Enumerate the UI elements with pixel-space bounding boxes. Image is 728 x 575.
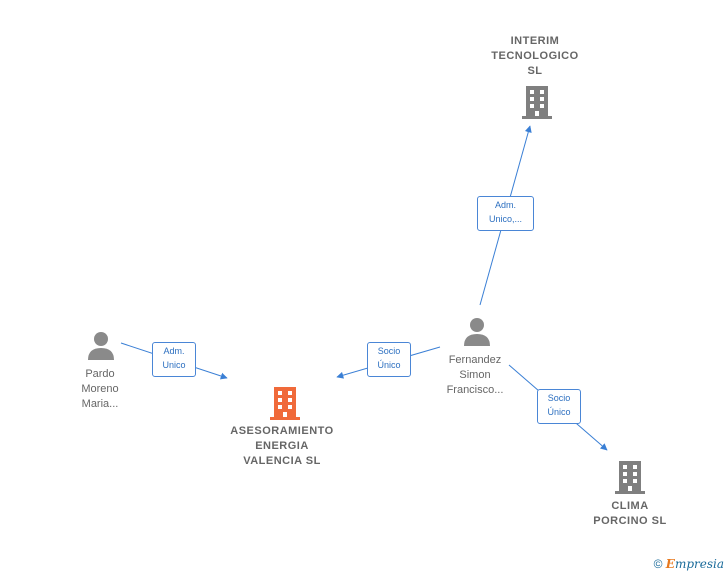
edge-label-pardo-asesoramiento[interactable]: Adm. Unico: [152, 342, 196, 377]
edge-label-fernandez-clima[interactable]: Socio Único: [537, 389, 581, 424]
person-label-pardo: Pardo Moreno Maria...: [81, 368, 119, 410]
company-node-clima[interactable]: [613, 460, 647, 494]
edge-label-fernandez-interim[interactable]: Adm. Unico,...: [477, 196, 534, 231]
copyright-notice: © Empresia: [654, 557, 724, 571]
company-label-asesoramiento: ASESORAMIENTO ENERGIA VALENCIA SL: [230, 425, 334, 467]
company-label-clima: CLIMA PORCINO SL: [593, 500, 667, 527]
person-icon: [88, 332, 114, 360]
company-node-interim[interactable]: [520, 85, 554, 119]
company-label-interim: INTERIM TECNOLOGICO SL: [491, 35, 579, 77]
building-icon: [615, 461, 645, 494]
brand-logo: Empresia: [665, 557, 724, 571]
building-icon: [270, 387, 300, 420]
person-node-fernandez[interactable]: [462, 316, 492, 348]
person-icon: [464, 318, 490, 346]
building-icon: [522, 86, 552, 119]
person-node-pardo[interactable]: [86, 330, 116, 362]
company-node-asesoramiento[interactable]: [268, 386, 302, 420]
copyright-symbol: ©: [653, 557, 663, 571]
edge-label-fernandez-asesoramiento[interactable]: Socio Único: [367, 342, 411, 377]
person-label-fernandez: Fernandez Simon Francisco...: [446, 354, 504, 396]
